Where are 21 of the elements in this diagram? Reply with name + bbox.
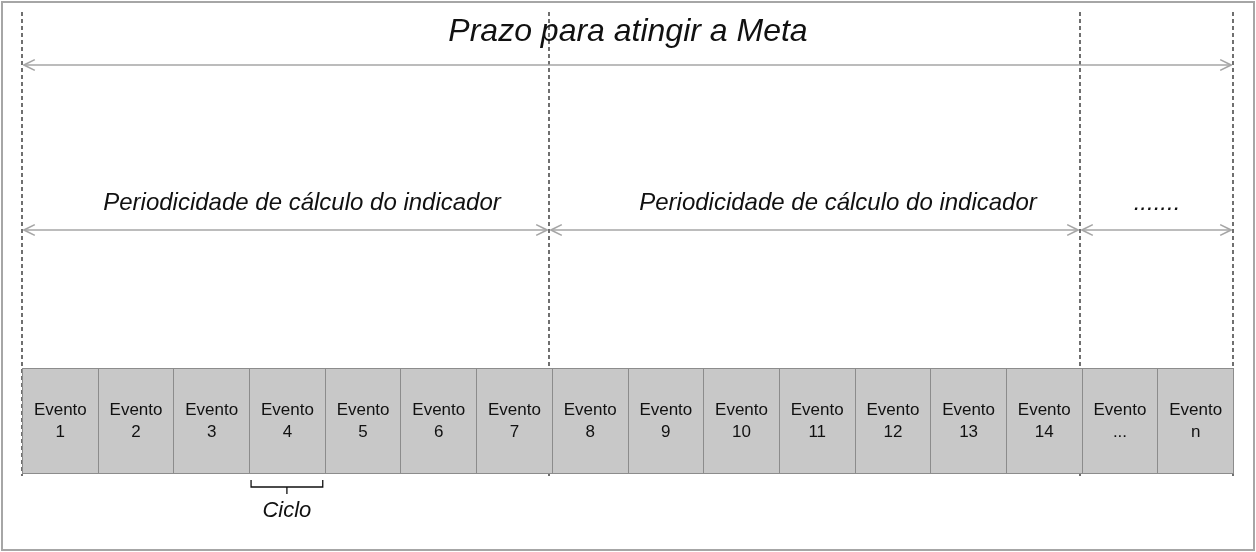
cycle-label: Ciclo bbox=[262, 497, 312, 523]
event-cell: Evento 11 bbox=[778, 368, 856, 474]
event-cell: Evento 3 bbox=[173, 368, 251, 474]
event-cell: Evento 10 bbox=[703, 368, 780, 474]
event-cell: Evento 5 bbox=[324, 368, 402, 474]
event-cell: Evento 6 bbox=[400, 368, 478, 474]
event-cell: Evento 2 bbox=[97, 368, 175, 474]
event-cell: Evento 1 bbox=[22, 368, 99, 474]
span-label: ....... bbox=[1133, 188, 1181, 216]
event-cell: Evento 12 bbox=[854, 368, 932, 474]
event-cell: Evento 9 bbox=[627, 368, 705, 474]
event-cell: Evento ... bbox=[1081, 368, 1159, 474]
span-label: Periodicidade de cálculo do indicador bbox=[639, 188, 1037, 216]
event-cell: Evento n bbox=[1157, 368, 1234, 474]
span-label: Prazo para atingir a Meta bbox=[448, 12, 808, 49]
event-cell: Evento 13 bbox=[930, 368, 1007, 474]
span-label: Periodicidade de cálculo do indicador bbox=[103, 188, 501, 216]
event-cell: Evento 14 bbox=[1005, 368, 1083, 474]
event-cell: Evento 4 bbox=[249, 368, 326, 474]
event-cell: Evento 7 bbox=[476, 368, 553, 474]
event-cell: Evento 8 bbox=[551, 368, 629, 474]
